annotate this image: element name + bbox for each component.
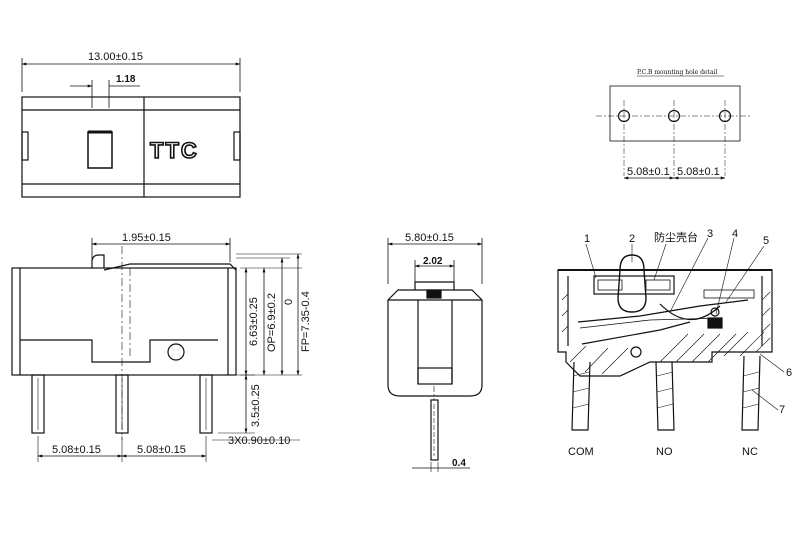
dim-pin-size: 3X0.90±0.10 — [228, 435, 290, 447]
dim-actuator-width: 2.02 — [423, 256, 443, 267]
callout-7: 7 — [779, 404, 785, 416]
dim-pitch-right: 5.08±0.15 — [137, 444, 186, 456]
callout-3: 3 — [707, 228, 713, 240]
callout-2: 2 — [629, 233, 635, 245]
dim-op: OP=6.9±0.2 — [266, 293, 278, 352]
pcb-pitch-left: 5.08±0.1 — [627, 166, 670, 178]
pin-label-no: NO — [656, 446, 673, 458]
pcb-hole-detail — [596, 75, 752, 180]
callout-5: 5 — [763, 235, 769, 247]
dim-fp: FP=7.35-0.4 — [300, 291, 312, 352]
dim-height-663: 6.63±0.25 — [248, 297, 260, 346]
dim-pin-thickness: 0.4 — [452, 458, 466, 469]
callout-4: 4 — [732, 228, 738, 240]
top-view — [21, 58, 241, 198]
side-view — [11, 238, 302, 462]
dim-actuator: 1.18 — [116, 74, 136, 85]
front-view — [387, 238, 483, 472]
dim-front-width: 5.80±0.15 — [405, 232, 454, 244]
dim-pitch-left: 5.08±0.15 — [52, 444, 101, 456]
callout-dust-cover-label: 防尘壳台 — [654, 230, 698, 244]
brand-logo: TTC — [150, 138, 199, 163]
dim-pin-length: 3.5±0.25 — [250, 384, 262, 427]
dim-overall-length: 13.00±0.15 — [88, 51, 143, 63]
pin-label-nc: NC — [742, 446, 758, 458]
callout-6: 6 — [786, 367, 792, 379]
pcb-detail-title: P.C.B mounting hole detail — [637, 69, 717, 76]
dim-zero: 0 — [283, 299, 295, 305]
pin-label-com: COM — [568, 446, 594, 458]
section-view — [557, 237, 785, 431]
dim-actuator-offset: 1.95±0.15 — [122, 232, 171, 244]
callout-1: 1 — [584, 233, 590, 245]
pcb-pitch-right: 5.08±0.1 — [677, 166, 720, 178]
